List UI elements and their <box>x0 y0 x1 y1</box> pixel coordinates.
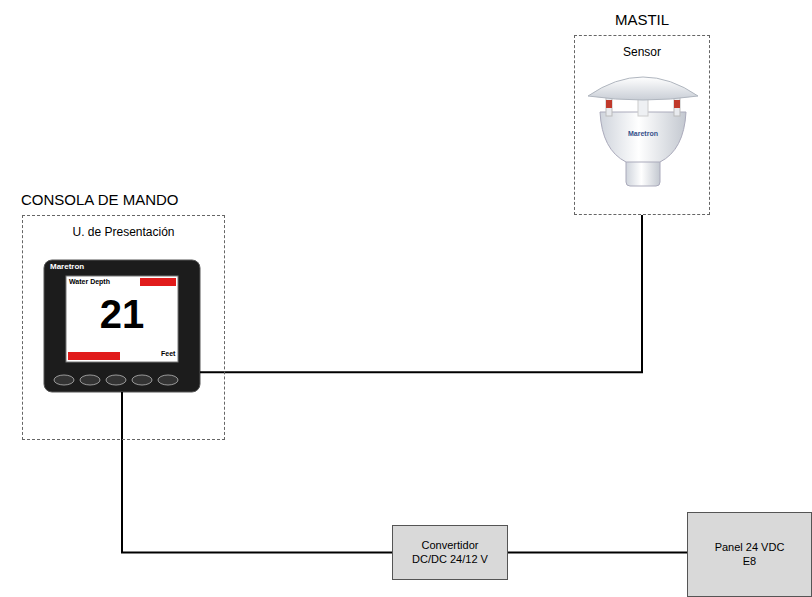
display-unit <box>44 260 200 392</box>
unit-label: U. de Presentación <box>23 225 224 239</box>
brand-label: Maretron <box>50 263 84 271</box>
box-label: Convertidor DC/DC 24/12 V <box>410 539 490 567</box>
screen-heading: Water Depth <box>69 278 110 285</box>
equipment-box: Convertidor DC/DC 24/12 V <box>392 525 508 580</box>
equipment-box: Panel 24 VDC E8 <box>687 512 812 597</box>
cable-line <box>200 215 642 372</box>
group-heading: MASTIL <box>575 11 709 28</box>
cable-line <box>508 552 687 554</box>
brand-label: Maretron <box>598 130 688 137</box>
cable-line <box>122 392 392 553</box>
group-heading: CONSOLA DE MANDO <box>21 191 179 208</box>
location-group: MASTILSensor <box>574 35 710 215</box>
unit-label: Sensor <box>575 45 709 59</box>
wind-sensor <box>588 77 698 186</box>
unit-label: Feet <box>161 350 175 357</box>
box-label: Panel 24 VDC E8 <box>710 541 790 569</box>
depth-value: 21 <box>66 294 178 334</box>
